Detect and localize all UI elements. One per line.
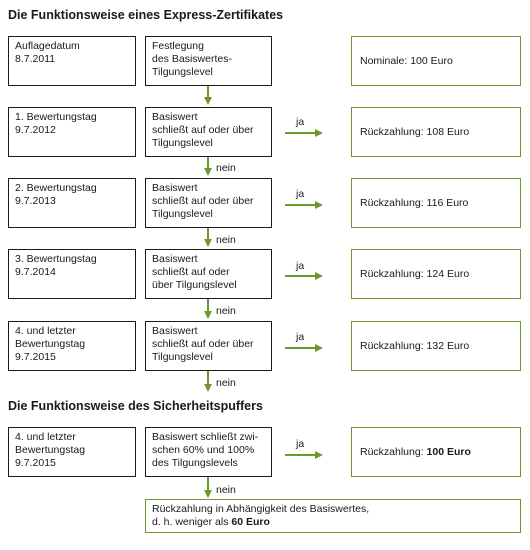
result-box-3: Rückzahlung: 124 Euro	[351, 249, 521, 299]
yes-label-2: ja	[296, 188, 305, 200]
no-label-3: nein	[216, 305, 236, 317]
result-box-2: Rückzahlung: 116 Euro	[351, 178, 521, 228]
date-box-4: 4. und letzter Bewertungstag 9.7.2015	[8, 321, 136, 371]
express-heading: Die Funktionsweise eines Express-Zertifi…	[8, 8, 284, 22]
date-box-1: 1. Bewertungstag 9.7.2012	[8, 107, 136, 157]
condition-box-2: Basiswert schließt auf oder über Tilgung…	[145, 178, 272, 228]
result-box-1: Rückzahlung: 108 Euro	[351, 107, 521, 157]
result-box-puffer: Rückzahlung: 100 Euro	[351, 427, 521, 477]
condition-box-1: Basiswert schließt auf oder über Tilgung…	[145, 107, 272, 157]
result-prefix: Rückzahlung:	[360, 445, 427, 458]
no-label-puffer: nein	[216, 484, 236, 496]
date-box-3: 3. Bewertungstag 9.7.2014	[8, 249, 136, 299]
yes-label-4: ja	[296, 331, 305, 343]
result-box-4: Rückzahlung: 132 Euro	[351, 321, 521, 371]
date-box-puffer: 4. und letzter Bewertungstag 9.7.2015	[8, 427, 136, 477]
result-box-nominal: Nominale: 100 Euro	[351, 36, 521, 86]
no-label-1: nein	[216, 162, 236, 174]
date-box-issue: Auflagedatum 8.7.2011	[8, 36, 136, 86]
puffer-heading: Die Funktionsweise des Sicherheitspuffer…	[8, 399, 263, 413]
condition-box-issue: Festlegung des Basiswertes- Tilgungsleve…	[145, 36, 272, 86]
yes-label-3: ja	[296, 260, 305, 272]
no-label-4: nein	[216, 377, 236, 389]
condition-box-puffer: Basiswert schließt zwi- schen 60% und 10…	[145, 427, 272, 477]
result-amount: 100 Euro	[426, 445, 471, 458]
final-line-1: Rückzahlung in Abhängigkeit des Basiswer…	[152, 503, 370, 515]
date-box-2: 2. Bewertungstag 9.7.2013	[8, 178, 136, 228]
condition-box-3: Basiswert schließt auf oder über Tilgung…	[145, 249, 272, 299]
final-result-box: Rückzahlung in Abhängigkeit des Basiswer…	[145, 499, 521, 533]
condition-box-4: Basiswert schließt auf oder über Tilgung…	[145, 321, 272, 371]
no-label-2: nein	[216, 234, 236, 246]
yes-label-1: ja	[296, 116, 305, 128]
final-line-2: d. h. weniger als 60 Euro	[152, 516, 270, 528]
yes-label-puffer: ja	[296, 438, 305, 450]
